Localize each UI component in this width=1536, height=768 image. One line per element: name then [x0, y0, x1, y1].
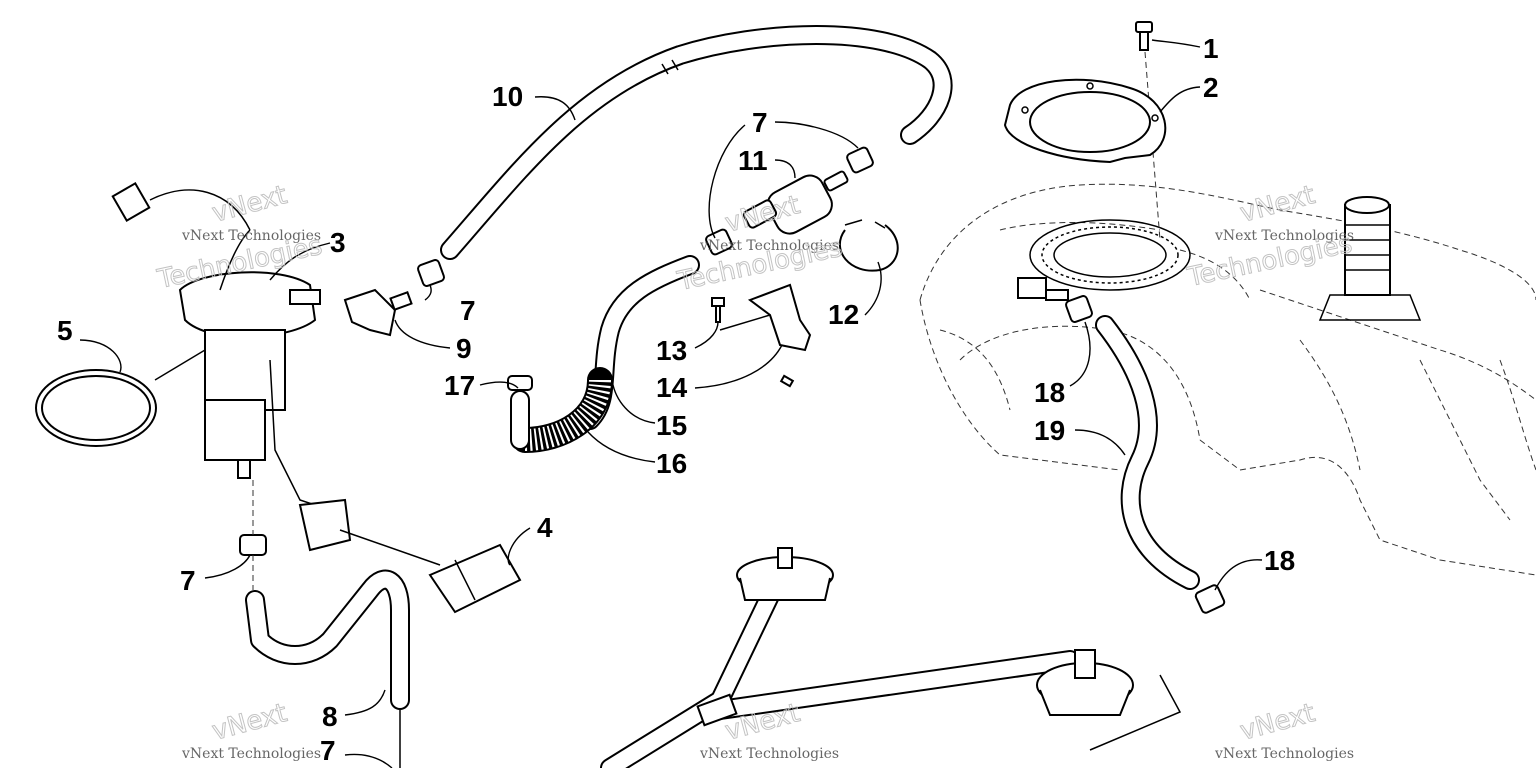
- fuel-tank-outline: [919, 183, 1536, 576]
- vent-valve-left: [736, 547, 834, 601]
- hose-clamp-7-lower: [239, 534, 267, 556]
- callout-10: 10: [492, 81, 523, 112]
- hose-clamp-18-top: [1065, 295, 1093, 323]
- pump-connector: [111, 182, 251, 231]
- vent-bracket-outline: [1089, 674, 1182, 751]
- callout-3: 3: [330, 227, 346, 258]
- bolt: [1135, 21, 1153, 51]
- callout-13: 13: [656, 335, 687, 366]
- callout-7-filter: 7: [752, 107, 768, 138]
- fuel-filter: [742, 170, 849, 235]
- spring-clip: [839, 219, 899, 272]
- tank-fitting: [1017, 277, 1069, 301]
- vent-tee-fitting: [696, 693, 738, 727]
- filler-neck: [1318, 196, 1422, 321]
- watermark-text: vNext Technologies: [699, 238, 839, 254]
- screw-13: [711, 297, 725, 323]
- mounting-bracket: [719, 283, 812, 352]
- corrugated-hose-16: [512, 367, 613, 453]
- hose-clamp-7-filter-right: [846, 146, 874, 174]
- watermarks: vNext Technologies vNext Technologies vN…: [154, 180, 1356, 762]
- callout-17: 17: [444, 370, 475, 401]
- callout-4: 4: [537, 512, 553, 543]
- pump-outlet-fitting: [289, 289, 321, 305]
- watermark-text: vNext Technologies: [1214, 228, 1354, 244]
- leader-lines: [79, 39, 1263, 768]
- nut-14: [779, 374, 795, 388]
- hose-10: [440, 25, 953, 260]
- electrical-connector-4: [428, 543, 522, 614]
- fuel-level-sender: [298, 498, 441, 566]
- callout-11: 11: [738, 145, 768, 176]
- hose-clamp-7-mid: [417, 259, 445, 287]
- callout-18-bottom: 18: [1264, 545, 1295, 576]
- vent-hoses-bottom: [600, 565, 1080, 768]
- fuel-pump-assembly: [178, 229, 331, 511]
- watermark-text: vNext Technologies: [181, 228, 321, 244]
- callout-18-top: 18: [1034, 377, 1065, 408]
- callout-5: 5: [57, 315, 73, 346]
- watermark-text: vNext Technologies: [1214, 746, 1354, 762]
- tank-pump-opening: [1029, 219, 1191, 291]
- hose-19: [1095, 315, 1200, 590]
- hose-8: [245, 569, 410, 710]
- callout-2: 2: [1203, 72, 1219, 103]
- mounting-plate: [1003, 78, 1167, 164]
- watermark-big: vNext: [209, 698, 290, 747]
- callout-9: 9: [456, 333, 472, 364]
- callout-16: 16: [656, 448, 687, 479]
- callout-14: 14: [656, 372, 688, 403]
- callout-12: 12: [828, 299, 859, 330]
- callout-labels: 1 2 3 4 5 7 7 7 7 8 9 10 11 12 13 14 15 …: [57, 33, 1295, 766]
- callout-7-bottom: 7: [320, 735, 336, 766]
- callout-7-mid: 7: [460, 295, 476, 326]
- hose-clamp-17: [507, 375, 533, 391]
- watermark-text: vNext Technologies: [699, 746, 839, 762]
- watermark-text: vNext Technologies: [181, 746, 321, 762]
- callout-19: 19: [1034, 415, 1065, 446]
- vent-valve-right: [1036, 649, 1134, 716]
- callout-7-lower: 7: [180, 565, 196, 596]
- watermark-big: vNext: [1237, 180, 1318, 229]
- watermark-big: vNext: [1237, 698, 1318, 747]
- hose-clamp-18-bottom: [1194, 584, 1226, 614]
- o-ring: [35, 369, 157, 447]
- callout-8: 8: [322, 701, 338, 732]
- callout-1: 1: [1203, 33, 1219, 64]
- hose-clamp-7-filter-left: [705, 228, 733, 256]
- watermark-big: vNext: [209, 180, 290, 229]
- elbow-fitting-9: [343, 288, 413, 337]
- callout-15: 15: [656, 410, 687, 441]
